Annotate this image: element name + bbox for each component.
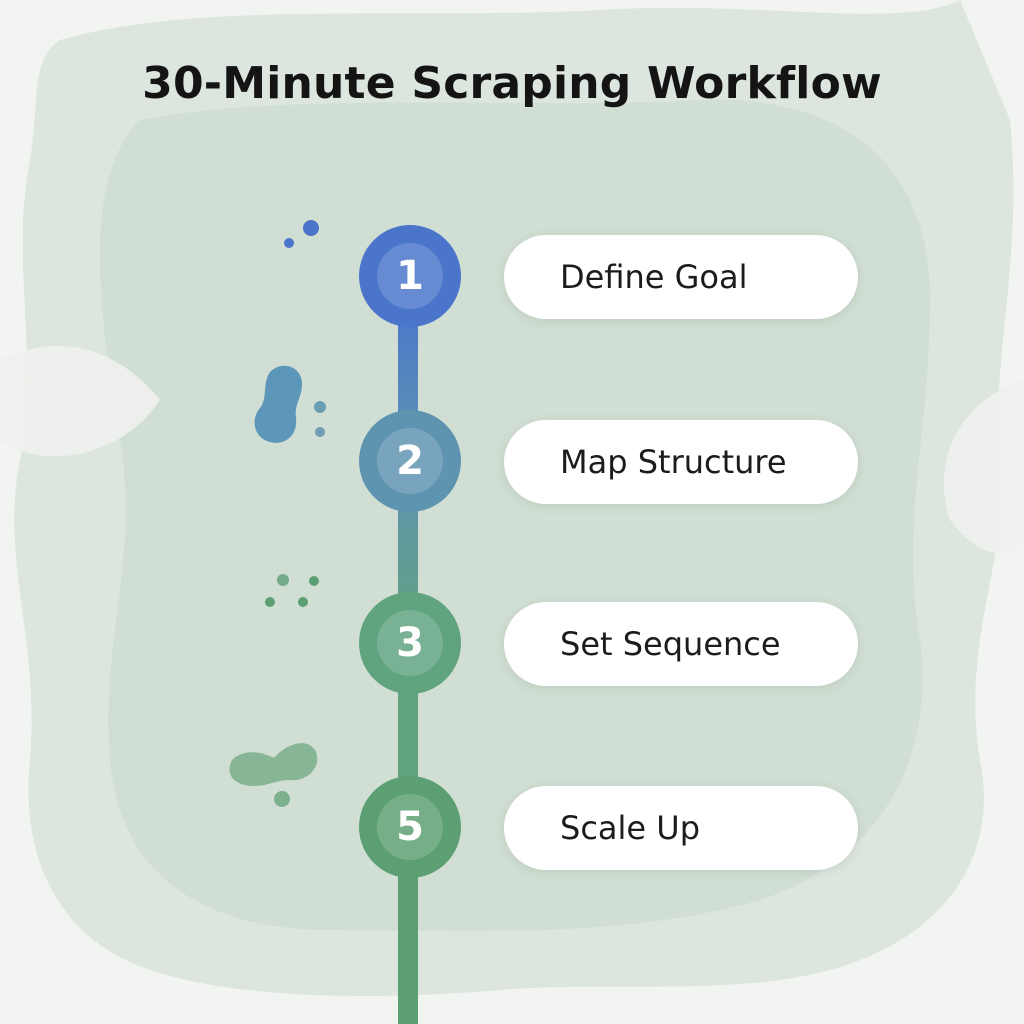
step-1-label: Define Goal xyxy=(560,258,748,296)
step-2-label: Map Structure xyxy=(560,443,787,481)
step-5-node: 5 xyxy=(359,776,461,878)
step-1-badge: 1 xyxy=(377,243,443,309)
timeline-connector xyxy=(398,830,418,1024)
step-2-number: 2 xyxy=(396,438,424,484)
step-5-badge: 5 xyxy=(377,794,443,860)
step-5-label: Scale Up xyxy=(560,809,700,847)
step-3-node: 3 xyxy=(359,592,461,694)
step-1-number: 1 xyxy=(396,253,424,299)
step-1-card: Define Goal xyxy=(504,235,858,319)
step-3-card: Set Sequence xyxy=(504,602,858,686)
step-1-node: 1 xyxy=(359,225,461,327)
step-5-number: 5 xyxy=(396,804,424,850)
step-5-card: Scale Up xyxy=(504,786,858,870)
step-2-node: 2 xyxy=(359,410,461,512)
step-2-card: Map Structure xyxy=(504,420,858,504)
step-3-label: Set Sequence xyxy=(560,625,781,663)
step-2-badge: 2 xyxy=(377,428,443,494)
step-3-number: 3 xyxy=(396,620,424,666)
page-title: 30-Minute Scraping Workflow xyxy=(142,58,882,109)
step-3-badge: 3 xyxy=(377,610,443,676)
